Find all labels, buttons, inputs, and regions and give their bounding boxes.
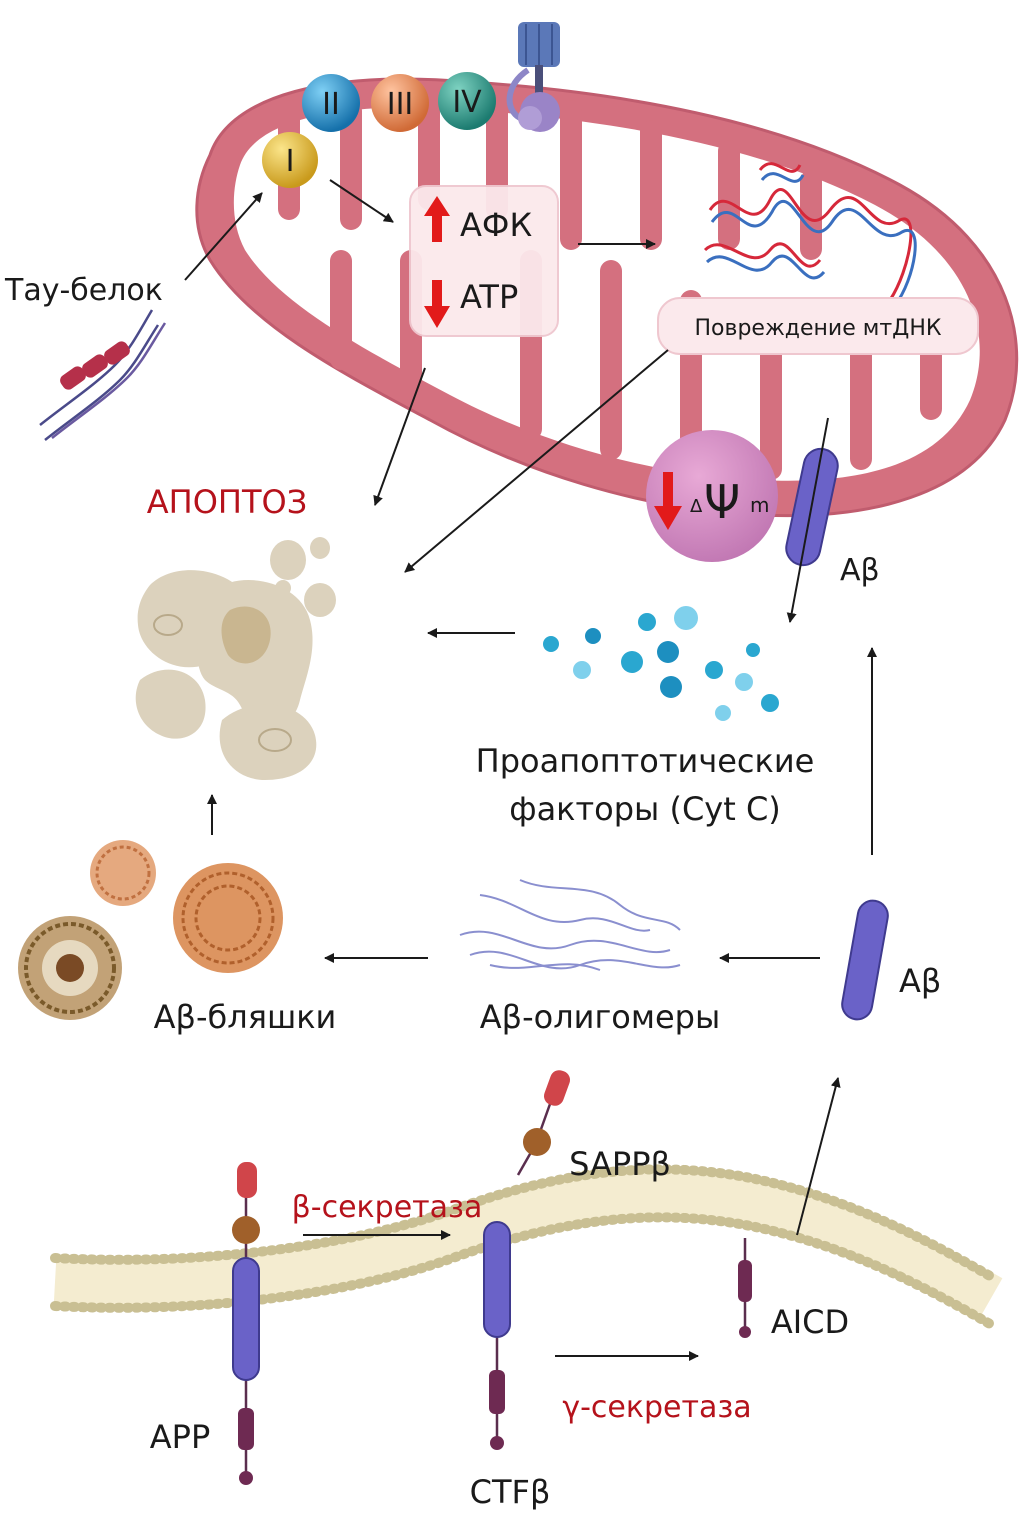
gamma-secretase-label: γ-секретаза [562,1390,751,1425]
abeta-oligomers-icon [459,879,681,971]
beta-secretase-label: β-секретаза [292,1190,483,1225]
complex-IV: IV [438,72,496,130]
proapoptotic-line1: Проапоптотические [476,742,815,780]
ros-atp-box: АФК ATP [409,185,559,337]
arrow-membrane-to-abeta [796,1077,841,1236]
plaques-label: Aβ-бляшки [154,998,337,1036]
aicd-fragment [738,1238,752,1338]
aicd-label: AICD [771,1303,849,1341]
mtdna-damage-box: Повреждение мтДНК [657,297,979,355]
atp-synthase-icon [506,22,560,132]
cell-membrane [50,1164,1003,1329]
mtdna-damage-label: Повреждение мтДНК [694,316,941,341]
svg-text:m: m [750,493,769,517]
sappb-fragment [516,1070,571,1176]
tau-protein: Тау-белок [4,273,167,441]
svg-text:Ψ: Ψ [704,475,740,529]
tau-fibril-icon [39,309,167,441]
abeta-mito-label: Aβ [840,553,880,588]
svg-text:III: III [387,87,414,122]
arrow-atp-to-apoptosis [373,367,426,506]
complex-II: II [302,74,360,132]
apoptosis-label: АПОПТОЗ [147,483,307,521]
ctfb-label: CTFβ [470,1473,551,1511]
app-protein [232,1162,260,1485]
ros-label: АФК [460,206,532,244]
app-label: APP [150,1418,210,1456]
abeta-plaques-icon [18,840,283,1020]
complex-III: III [371,74,429,132]
arrow-tau-to-complexI [184,192,263,281]
svg-text:II: II [322,87,340,122]
sappb-label: SAPPβ [569,1145,671,1183]
arrow-abeta-to-cytc [786,417,829,623]
tau-label: Тау-белок [4,273,163,308]
abeta-monomer: Aβ [841,899,941,1021]
flow-arrows [184,179,877,1361]
cytc-particles [543,606,779,721]
atp-label: ATP [460,278,518,316]
ctfb-protein [483,1221,511,1450]
abeta-monomer-label: Aβ [899,962,941,1000]
arrow-complexI-to-ros [329,179,394,223]
oligomers-label: Aβ-олигомеры [480,998,720,1036]
potential-down-arrow-icon [654,472,682,530]
atp-down-arrow-icon [424,280,450,328]
proapoptotic-line2: факторы (Cyt C) [509,790,781,828]
svg-text:IV: IV [452,85,482,120]
ros-up-arrow-icon [424,196,450,242]
svg-text:Δ: Δ [690,496,703,517]
svg-text:I: I [286,144,295,179]
membrane-potential: Δ Ψ m [646,430,778,562]
complex-I: I [262,132,318,188]
apoptotic-cell-icon [135,537,336,780]
mtdna-icon [703,162,917,306]
arrow-mtdna-to-apoptosis [404,349,669,573]
